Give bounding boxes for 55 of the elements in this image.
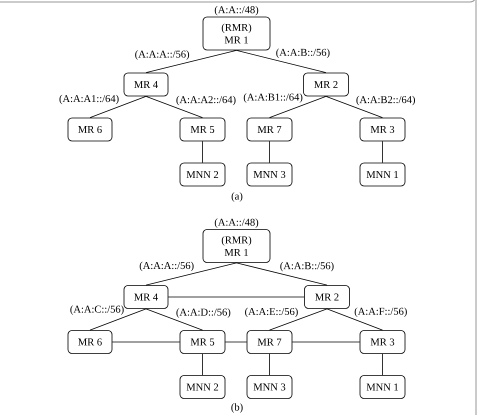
connector-line xyxy=(269,96,326,118)
rounded-box: MNN 1 xyxy=(360,375,406,399)
rounded-box: MR 4 xyxy=(124,285,168,309)
connector-line xyxy=(168,296,304,298)
connector-line xyxy=(146,308,203,330)
connector-line xyxy=(382,354,383,376)
connector-line xyxy=(269,141,270,163)
rounded-box: MR 4 xyxy=(124,72,168,96)
prefix-label: (A:A::/48) xyxy=(214,218,258,228)
connector-line xyxy=(202,141,203,163)
edge-label: (A:A:D::/56) xyxy=(176,308,230,318)
edge-label: (A:A:E::/56) xyxy=(245,308,298,318)
connector-line xyxy=(236,262,328,286)
edge-label: (A:A:A1::/64) xyxy=(59,94,119,104)
rounded-box: MR 7 xyxy=(246,118,292,142)
connector-line xyxy=(269,308,328,330)
rounded-box: MR 7 xyxy=(246,330,292,354)
rounded-box: MNN 3 xyxy=(246,375,292,399)
connector-line xyxy=(236,50,326,73)
rounded-box: MNN 2 xyxy=(180,162,226,186)
connector-line xyxy=(146,50,237,73)
connector-line xyxy=(90,308,146,330)
rounded-box: MNN 3 xyxy=(246,162,292,186)
edge-label: (A:A:B::/56) xyxy=(280,262,334,272)
rounded-box: MR 5 xyxy=(180,118,226,142)
connector-line xyxy=(382,141,383,163)
rounded-box: MR 6 xyxy=(68,118,112,142)
edge-label: (A:A:C::/56) xyxy=(70,305,124,315)
rounded-box: MR 6 xyxy=(68,330,112,354)
edge-label: (A:A:F::/56) xyxy=(354,307,407,317)
connector-line xyxy=(269,354,270,376)
subfigure-label: (b) xyxy=(231,403,243,413)
edge-label: (A:A:A::/56) xyxy=(135,50,190,60)
rounded-box: MR 2 xyxy=(304,285,350,309)
connector-line xyxy=(326,96,383,118)
prefix-label: (A:A::/48) xyxy=(214,6,258,16)
edge-label: (A:A:B1::/64) xyxy=(244,93,302,103)
connector-line xyxy=(90,96,146,118)
connector-line xyxy=(326,308,383,330)
rounded-box: (RMR) MR 1 xyxy=(202,229,270,263)
subfigure-label: (a) xyxy=(232,192,242,202)
rounded-box: MR 3 xyxy=(360,118,406,142)
edge-label: (A:A:B::/56) xyxy=(276,48,330,58)
edge-label: (A:A:B2::/64) xyxy=(356,96,415,106)
connector-line xyxy=(146,262,237,286)
rounded-box: (RMR) MR 1 xyxy=(202,16,270,50)
rounded-box: MR 2 xyxy=(303,72,349,96)
edge-label: (A:A:A::/56) xyxy=(140,262,194,272)
rounded-box: MR 3 xyxy=(360,330,406,354)
edge-label: (A:A:A2::/64) xyxy=(176,96,236,106)
rounded-box: MNN 2 xyxy=(180,375,226,399)
connector-line xyxy=(146,96,203,118)
rounded-box: MR 5 xyxy=(180,330,226,354)
rounded-box: MNN 1 xyxy=(360,162,406,186)
connector-line xyxy=(202,354,203,376)
